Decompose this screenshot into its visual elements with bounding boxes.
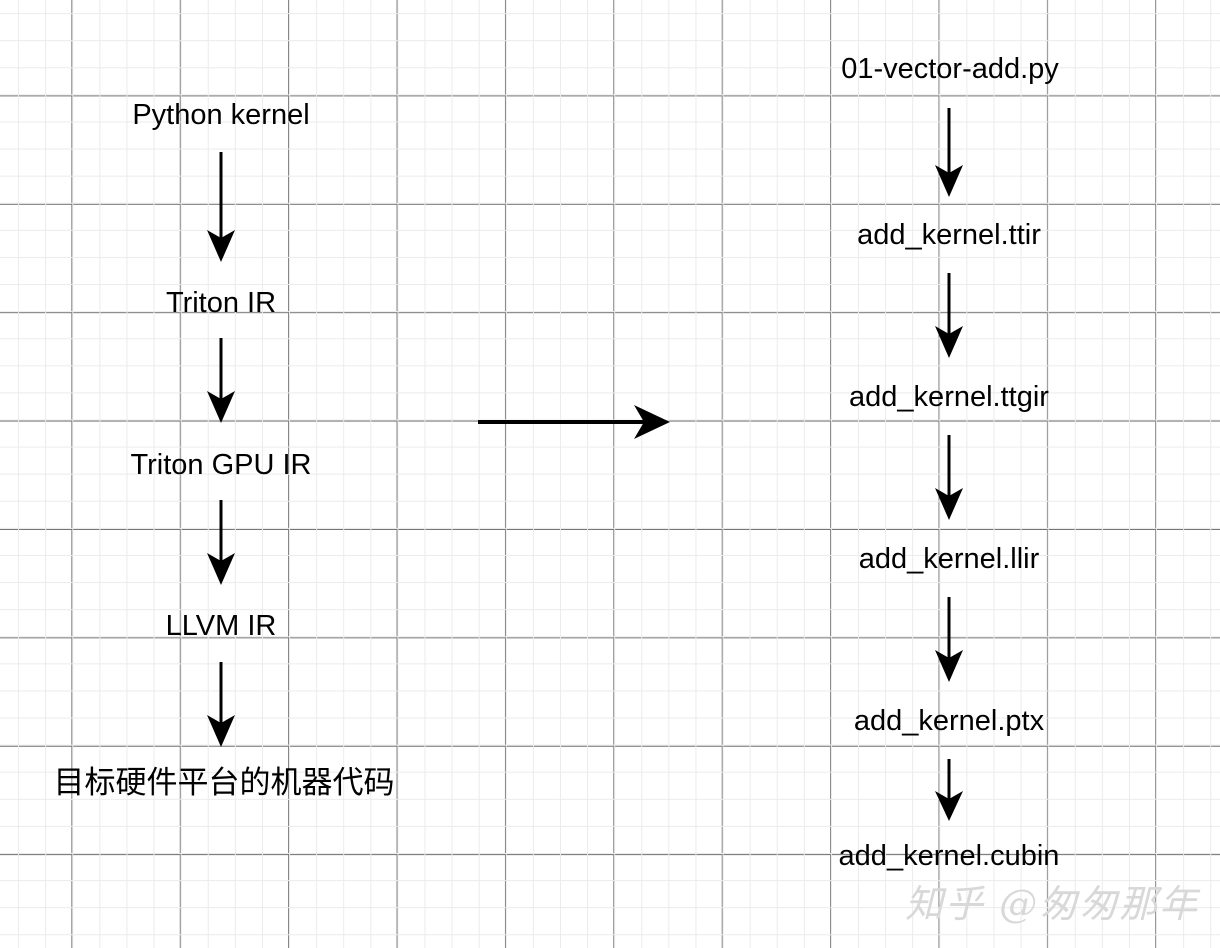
node-add-kernel-llir: add_kernel.llir (858, 543, 1040, 575)
node-add-kernel-ttgir: add_kernel.ttgir (849, 381, 1049, 413)
arrow-triton-ir-to-triton-gpu-ir (207, 338, 235, 423)
arrow-ttgir-to-llir (935, 435, 963, 520)
node-python-kernel: Python kernel (132, 99, 310, 131)
node-target-machine-code: 目标硬件平台的机器代码 (53, 765, 395, 801)
arrow-ptx-to-cubin (935, 759, 963, 821)
node-add-kernel-ptx: add_kernel.ptx (853, 705, 1045, 737)
arrow-llvm-ir-to-machine-code (207, 662, 235, 747)
watermark: 知乎 @匆匆那年 (905, 882, 1200, 926)
arrow-pipeline-to-artifacts (478, 405, 670, 439)
node-triton-ir: Triton IR (165, 287, 277, 319)
node-llvm-ir: LLVM IR (165, 610, 277, 642)
node-add-kernel-cubin: add_kernel.cubin (838, 840, 1060, 872)
arrow-python-kernel-to-triton-ir (207, 152, 235, 262)
node-add-kernel-ttir: add_kernel.ttir (857, 219, 1041, 251)
arrow-triton-gpu-ir-to-llvm-ir (207, 500, 235, 585)
arrow-py-to-ttir (935, 108, 963, 197)
node-triton-gpu-ir: Triton GPU IR (130, 449, 312, 481)
arrow-ttir-to-ttgir (935, 273, 963, 358)
node-vector-add-py: 01-vector-add.py (841, 53, 1059, 85)
arrow-llir-to-ptx (935, 597, 963, 682)
